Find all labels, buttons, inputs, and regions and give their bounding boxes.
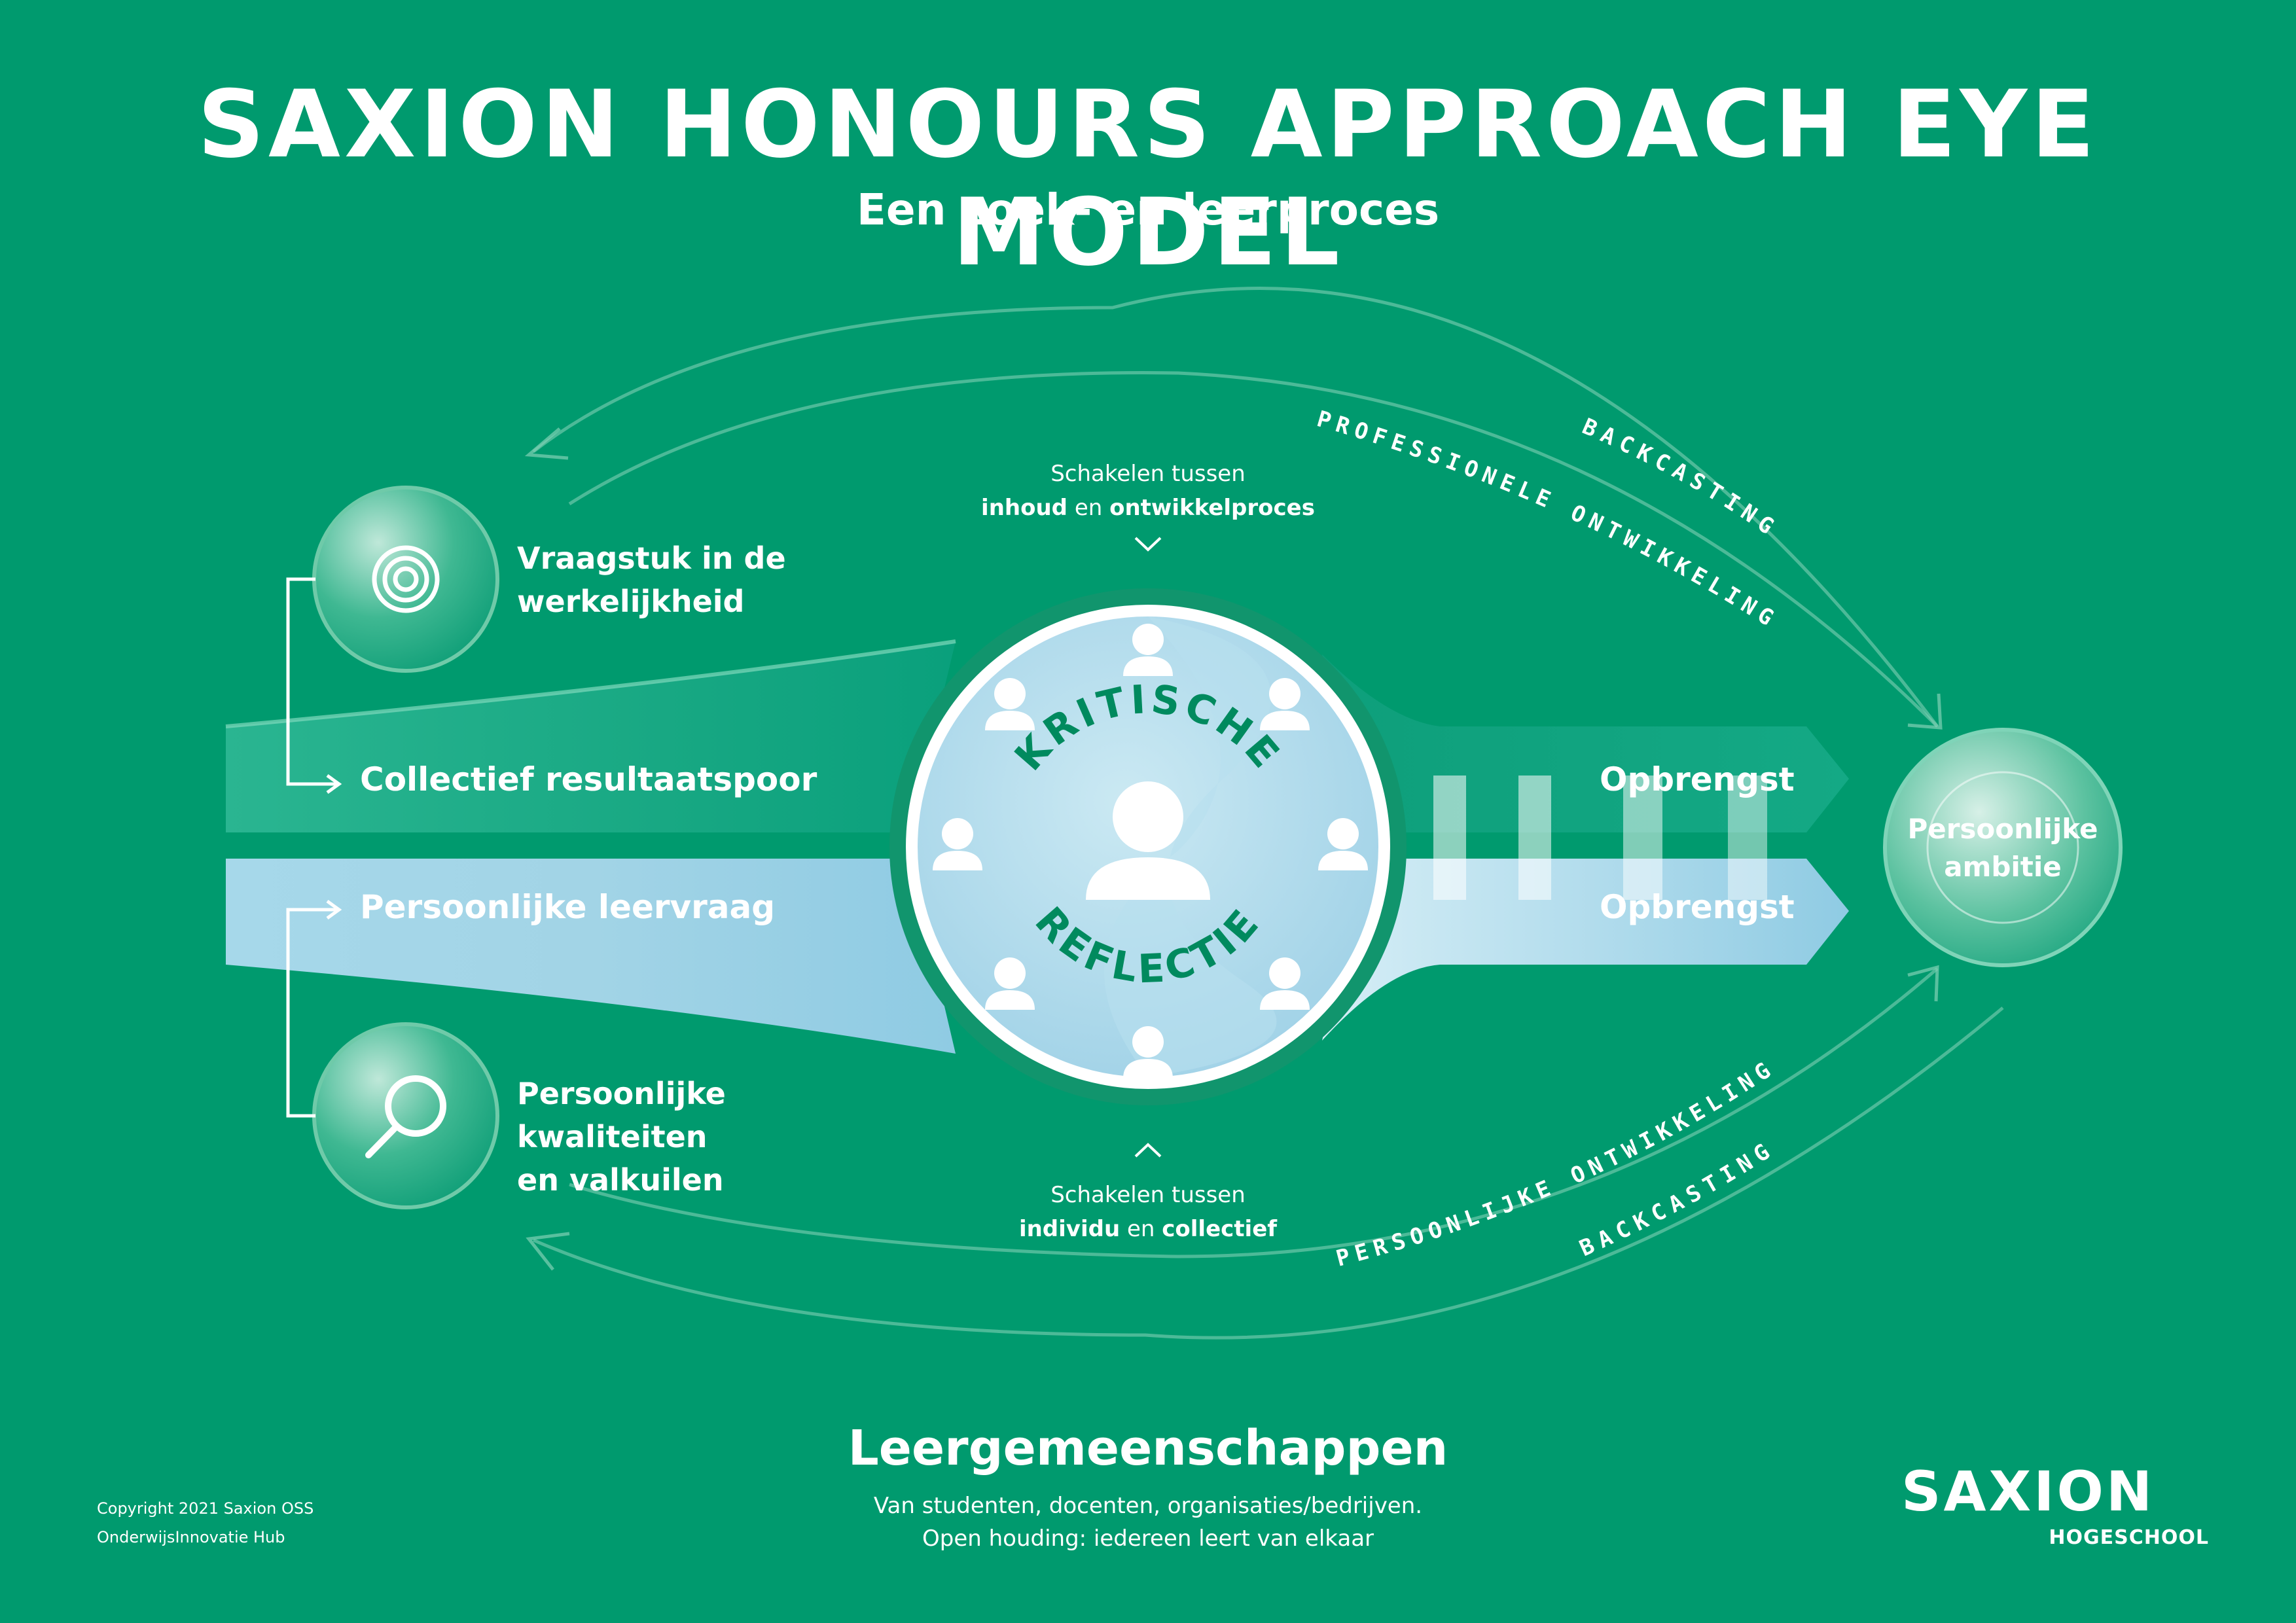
footer-title: Leergemeenschappen [848,1420,1448,1476]
backcasting-bottom-arrowhead [526,1232,570,1271]
page-subtitle: Een zoek- en leerproces [856,185,1440,235]
goal-label-line2: ambitie [1944,851,2062,883]
personal-development-arrowhead [1907,965,1939,1002]
target-icon [372,545,440,613]
upper-stream-highlight [225,639,956,728]
connector-top-arrow [326,774,342,794]
arc-label-personal: PERSOONLIJKE ONTWIKKELING [1333,1054,1780,1272]
bottom-switch-text: Schakelen tussen individu en collectief [952,1178,1344,1246]
connector-bottom-arrow [326,899,342,920]
kwaliteiten-label-line1: Persoonlijke kwaliteiten [517,1076,726,1154]
copyright-line1: Copyright 2021 Saxion OSS [97,1499,314,1518]
footer-subtitle: Van studenten, docenten, organisaties/be… [0,1489,2296,1555]
glow-stripe [1623,776,1662,900]
bottom-switch-line2: individu en collectief [952,1212,1344,1246]
magnifier-icon [365,1075,446,1158]
upper-stream-label: Collectief resultaatspoor [360,760,817,798]
backcasting-top-arrowhead [524,427,569,460]
connector-bottom [286,908,337,1118]
copyright: Copyright 2021 Saxion OSS OnderwijsInnov… [97,1494,314,1552]
professional-development-arc [568,371,1939,728]
top-switch-text: Schakelen tussen inhoud en ontwikkelproc… [952,457,1344,525]
professional-development-arrowhead [1907,693,1943,730]
vraagstuk-label-line2: werkelijkheid [517,584,745,619]
central-person-icon [1086,781,1210,900]
goal-ring [1926,771,2079,924]
copyright-line2: OnderwijsInnovatie Hub [97,1528,285,1546]
footer-line1: Van studenten, docenten, organisaties/be… [873,1493,1423,1519]
top-switch-b: ontwikkelproces [1109,495,1315,521]
chevron-down-icon [1134,537,1162,552]
goal-label-line1: Persoonlijke [1907,813,2098,845]
saxion-logo: SAXION HOGESCHOOL [1901,1459,2209,1558]
top-switch-en: en [1074,495,1103,521]
center-swirl [1104,616,1277,1077]
bottom-switch-line1: Schakelen tussen [1050,1182,1246,1208]
backcasting-top-arc [532,287,1939,728]
top-switch-a: inhoud [981,495,1068,521]
arc-label-professional: PROFESSIONELE ONTWIKKELING [1314,406,1783,634]
lower-stream-right [1322,859,1849,1041]
logo-sub: HOGESCHOOL [2049,1526,2209,1549]
lower-stream-label: Persoonlijke leervraag [360,888,776,926]
lower-stream-band [226,859,956,1054]
top-switch-line2: inhoud en ontwikkelproces [952,491,1344,525]
top-switch-line1: Schakelen tussen [1050,461,1246,487]
kwaliteiten-label-line2: en valkuilen [517,1162,724,1198]
glow-stripe [1518,776,1551,900]
bottom-switch-b: collectief [1162,1216,1278,1242]
glow-stripe [1433,776,1466,900]
chevron-up-icon [1134,1143,1162,1158]
page-title: SAXION HONOURS APPROACH EYE MODEL [197,71,2099,287]
vraagstuk-label-line1: Vraagstuk in de [517,541,786,576]
person-icon [933,624,1368,1079]
bottom-switch-a: individu [1018,1216,1121,1242]
upper-stream-band [226,641,956,832]
backcasting-bottom-arc [533,1007,2004,1340]
goal-label: Persoonlijke ambitie [1898,810,2108,886]
lower-stream-output: Opbrengst [1600,888,1795,926]
kwaliteiten-label: Persoonlijke kwaliteiten en valkuilen [517,1072,923,1202]
goal-bubble [1883,728,2123,967]
bottom-switch-en: en [1126,1216,1155,1242]
glow-stripe [1728,776,1767,900]
vraagstuk-label: Vraagstuk in de werkelijkheid [517,537,857,623]
upper-stream-output: Opbrengst [1600,760,1795,798]
kwaliteiten-bubble [312,1022,499,1209]
logo-name: SAXION [1901,1459,2155,1524]
connector-top [286,577,337,786]
footer-line2: Open houding: iedereen leert van elkaar [922,1525,1374,1552]
personal-development-arc [569,967,1939,1258]
vraagstuk-bubble [312,486,499,673]
